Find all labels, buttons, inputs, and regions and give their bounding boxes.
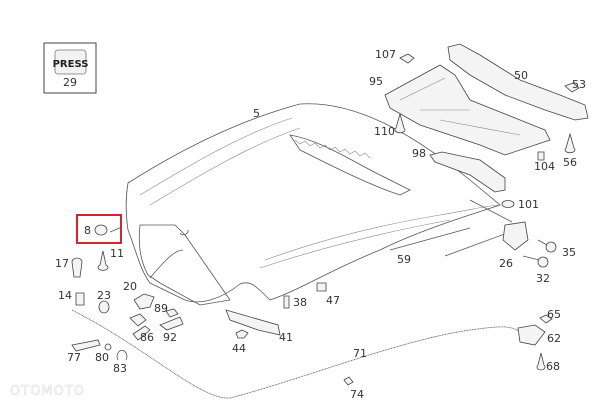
part-label-95: 95 xyxy=(369,75,383,88)
part-label-35: 35 xyxy=(562,246,576,259)
air-duct-part xyxy=(384,43,589,208)
part-label-20: 20 xyxy=(123,280,137,293)
part-label-14: 14 xyxy=(58,289,72,302)
part-label-98: 98 xyxy=(412,147,426,160)
part-label-26: 26 xyxy=(499,257,513,270)
part-label-17: 17 xyxy=(55,257,69,270)
part-label-56: 56 xyxy=(563,156,577,169)
part-label-65: 65 xyxy=(547,308,561,321)
part-label-8: 8 xyxy=(84,224,91,237)
highlight-box-part-8 xyxy=(76,214,122,244)
watermark: OTOMOTO xyxy=(10,384,85,399)
press-label: PRESS xyxy=(53,59,89,70)
part-label-89: 89 xyxy=(154,302,168,315)
part-label-71: 71 xyxy=(353,347,367,360)
part-label-101: 101 xyxy=(518,198,539,211)
hardware-parts xyxy=(71,199,557,399)
part-label-23: 23 xyxy=(97,289,111,302)
hood-part xyxy=(125,103,501,306)
part-label-110: 110 xyxy=(374,125,395,138)
part-label-83: 83 xyxy=(113,362,127,375)
part-label-44: 44 xyxy=(232,342,246,355)
part-label-11: 11 xyxy=(110,247,124,260)
press-legend-box: PRESS 29 xyxy=(43,42,97,94)
press-number: 29 xyxy=(63,76,77,89)
part-label-104: 104 xyxy=(534,160,555,173)
part-label-53: 53 xyxy=(572,78,586,91)
part-label-50: 50 xyxy=(514,69,528,82)
part-label-47: 47 xyxy=(326,294,340,307)
part-label-62: 62 xyxy=(547,332,561,345)
part-label-5: 5 xyxy=(253,107,260,120)
part-label-38: 38 xyxy=(293,296,307,309)
part-label-74: 74 xyxy=(350,388,364,401)
part-label-86: 86 xyxy=(140,331,154,344)
part-8-clip xyxy=(94,224,108,236)
part-label-77: 77 xyxy=(67,351,81,364)
part-label-107: 107 xyxy=(375,48,396,61)
part-label-68: 68 xyxy=(546,360,560,373)
part-label-32: 32 xyxy=(536,272,550,285)
left-hardware-parts xyxy=(71,214,184,361)
part-label-41: 41 xyxy=(279,331,293,344)
part-label-92: 92 xyxy=(163,331,177,344)
part-labels: 5 107 95 50 53 110 98 104 56 101 8 11 17… xyxy=(55,48,586,401)
part-label-80: 80 xyxy=(95,351,109,364)
part-label-59: 59 xyxy=(397,253,411,266)
